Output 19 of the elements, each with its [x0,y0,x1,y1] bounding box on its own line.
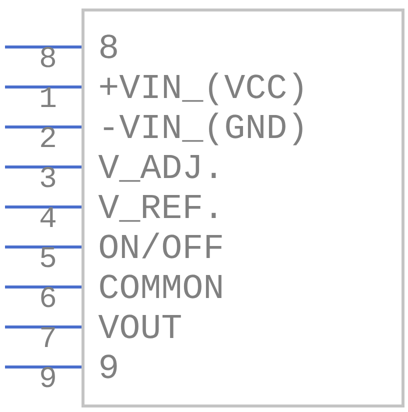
pin-name: V_REF. [98,194,216,222]
pin-name: +VIN_(VCC) [100,72,302,106]
pin-number: 1 [41,87,56,107]
pin-number: 4 [40,207,56,227]
pin-name: COMMON [100,274,222,298]
pin-number: 6 [41,286,56,308]
pin-name: V_ADJ. [98,154,216,182]
pin-number: 7 [41,327,55,347]
pin-name: 8 [100,34,117,58]
pin-number: 5 [40,247,56,268]
pin-name: 9 [100,354,117,378]
component-box [82,8,404,408]
pin-name: VOUT [98,314,181,338]
pin-name: ON/OFF [100,232,222,258]
pin-number: 3 [40,166,56,188]
pin-number: 9 [41,366,55,388]
pin-number: 2 [41,126,55,147]
pin-name: -VIN_(GND) [104,112,302,146]
pin-number: 8 [40,46,56,68]
